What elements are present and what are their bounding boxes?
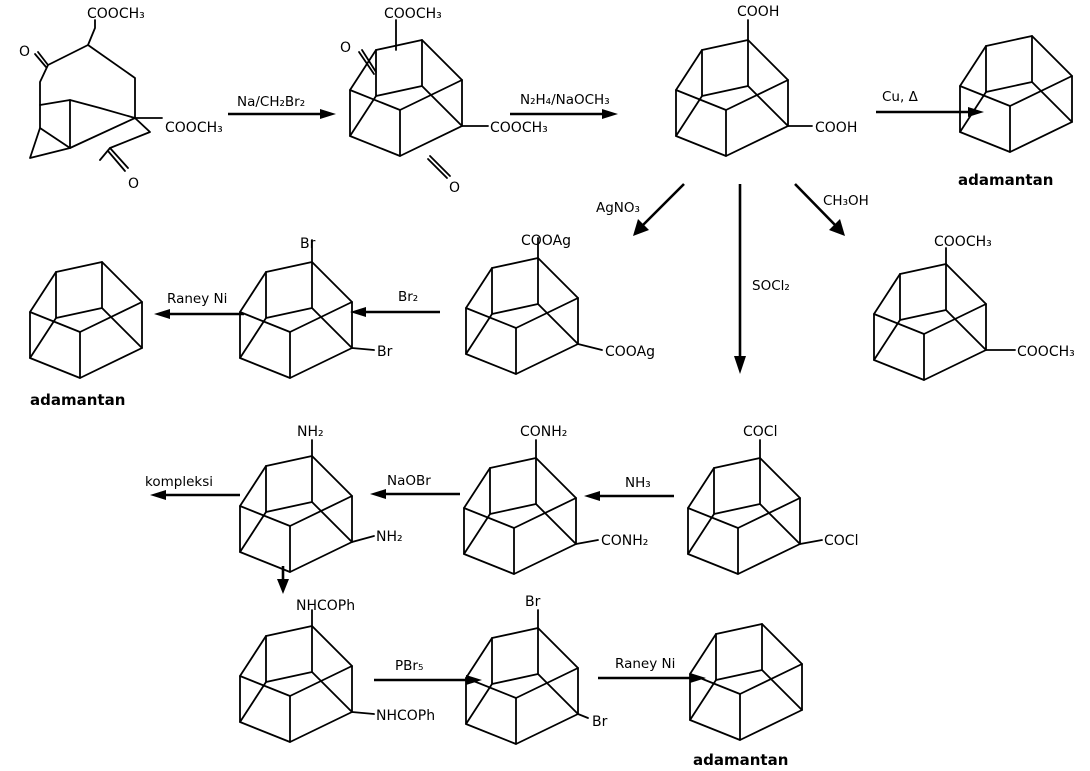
diamide: CONH₂ CONH₂ [463, 424, 648, 575]
coome-right-2: COOCH₃ [490, 120, 548, 136]
cocl-right: COCl [824, 533, 858, 549]
adamantane-product-1: adamantan [958, 35, 1073, 189]
dibromo-adamantane-1: Br Br [239, 236, 393, 379]
reagent-step6: CH₃OH [823, 193, 869, 209]
conh2-top: CONH₂ [520, 424, 567, 440]
reagent-step8: Raney Ni [167, 291, 227, 307]
coome-right-3: COOCH₃ [1017, 344, 1075, 360]
cooag-right: COOAg [605, 344, 655, 360]
oxo-bottom: O [128, 176, 139, 192]
cooh-top: COOH [737, 4, 779, 20]
arrow-step3: Cu, Δ [874, 89, 986, 119]
diacid-chloride: COCl COCl [687, 424, 858, 575]
coome-top-3: COOCH₃ [934, 234, 992, 250]
diamino-adamantane: NH₂ NH₂ [239, 424, 403, 573]
coome-top: COOCH₃ [87, 6, 145, 22]
arrow-step9: NH₃ [582, 475, 676, 503]
product-label-2: adamantan [30, 391, 125, 409]
arrow-down-step [277, 566, 289, 594]
arrow-step7: Br₂ [348, 289, 442, 319]
coome-top-2: COOCH₃ [384, 6, 442, 22]
nh2-top: NH₂ [297, 424, 324, 440]
oxo-bottom-2: O [449, 180, 460, 196]
product-label-3: adamantan [693, 751, 788, 769]
oxo-top: O [19, 44, 30, 60]
cocl-top: COCl [743, 424, 777, 440]
arrow-step12: PBr₅ [372, 658, 484, 687]
br-top-2: Br [525, 594, 541, 610]
arrow-step8: Raney Ni [152, 291, 246, 321]
arrow-step4: AgNO₃ [596, 183, 685, 236]
starting-diketo-diester: COOCH₃ O COOCH₃ O [19, 6, 223, 192]
br-top-1: Br [300, 236, 316, 252]
br-right-2: Br [592, 714, 608, 730]
arrow-step11: kompleksi [145, 474, 242, 502]
disilver-dicarboxylate: COOAg COOAg [465, 233, 655, 375]
arrow-step6: CH₃OH [794, 183, 869, 236]
diketo-adamantane-diester: COOCH₃ O COOCH₃ O [340, 6, 548, 196]
cooh-right: COOH [815, 120, 857, 136]
arrow-step10: NaOBr [368, 473, 462, 501]
reagent-step4: AgNO₃ [596, 200, 640, 216]
reagent-step10: NaOBr [387, 473, 431, 489]
product-label-1: adamantan [958, 171, 1053, 189]
adamantane-dicarboxylic-acid: COOH COOH [675, 4, 857, 157]
dibromo-adamantane-2: Br Br [465, 594, 608, 745]
dibenzamide: NHCOPh NHCOPh [239, 598, 435, 743]
reagent-step9: NH₃ [625, 475, 651, 491]
nh2-right: NH₂ [376, 529, 403, 545]
reagent-step2: N₂H₄/NaOCH₃ [520, 92, 610, 108]
dimethyl-ester: COOCH₃ COOCH₃ [873, 234, 1075, 381]
arrow-step2: N₂H₄/NaOCH₃ [508, 92, 620, 121]
oxo-top-2: O [340, 40, 351, 56]
reagent-step12: PBr₅ [395, 658, 423, 674]
conh2-right: CONH₂ [601, 533, 648, 549]
arrow-step5: SOCl₂ [734, 184, 790, 374]
reagent-step7: Br₂ [398, 289, 418, 305]
adamantane-product-3: adamantan [689, 623, 803, 769]
reagent-step13: Raney Ni [615, 656, 675, 672]
br-right-1: Br [377, 344, 393, 360]
adamantane-product-2: adamantan [29, 261, 143, 409]
nhcoph-top: NHCOPh [296, 598, 355, 614]
coome-right: COOCH₃ [165, 120, 223, 136]
arrow-step1: Na/CH₂Br₂ [226, 94, 338, 121]
reagent-step3: Cu, Δ [882, 89, 919, 105]
reagent-step5: SOCl₂ [752, 278, 790, 294]
cooag-top: COOAg [521, 233, 571, 249]
arrow-step13: Raney Ni [596, 656, 708, 685]
reagent-step1: Na/CH₂Br₂ [237, 94, 305, 110]
nhcoph-right: NHCOPh [376, 708, 435, 724]
reagent-step11: kompleksi [145, 474, 213, 490]
